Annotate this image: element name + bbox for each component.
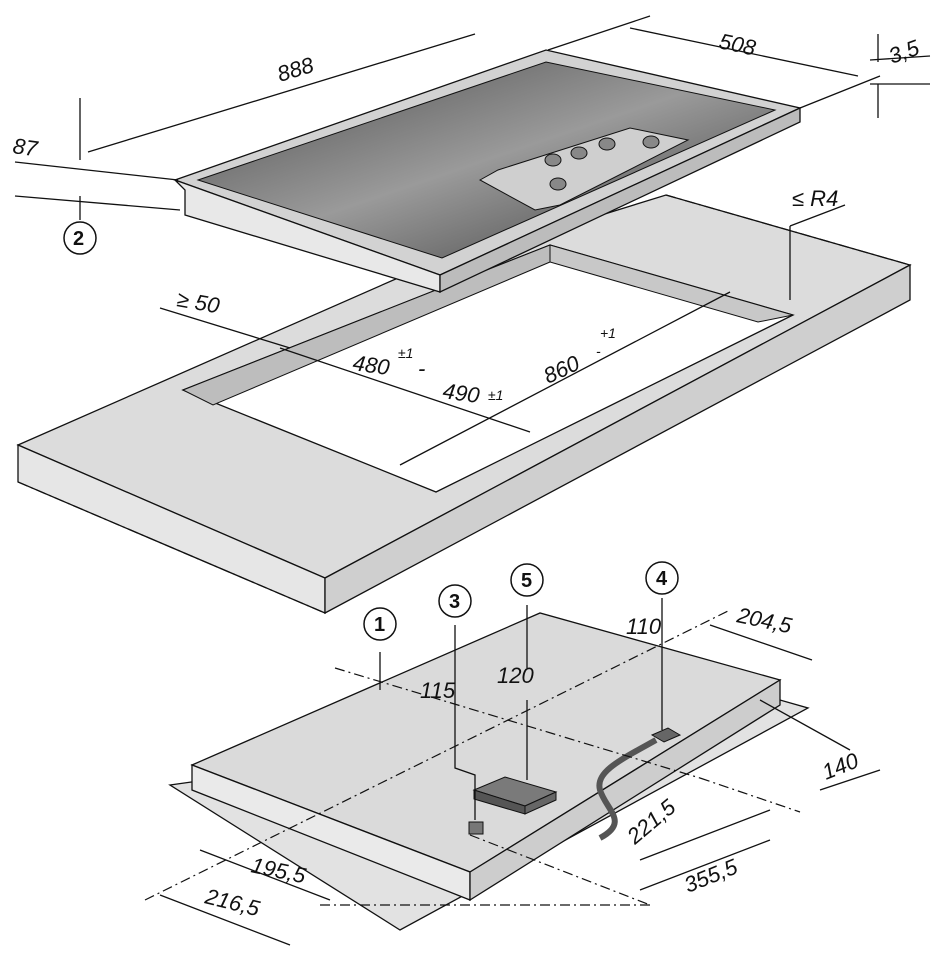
svg-text:2: 2 xyxy=(73,228,84,250)
callout-1: 1 xyxy=(363,607,397,641)
knob-3 xyxy=(598,137,616,151)
control-knobs xyxy=(544,135,660,191)
dim-hob-length: 888 xyxy=(274,52,317,87)
knob-5 xyxy=(549,177,567,191)
connection-box-side xyxy=(524,791,557,815)
svg-text:1: 1 xyxy=(374,614,385,636)
knob-1 xyxy=(544,153,562,167)
dim-cutout-depth-a: 480 xyxy=(351,350,392,380)
hob-underside xyxy=(168,612,810,931)
dim-bottom-204: 204,5 xyxy=(734,602,795,638)
hob-front-side xyxy=(174,179,441,293)
underside-right-wall xyxy=(469,678,781,902)
hob-glass xyxy=(196,61,777,259)
gas-connector xyxy=(468,821,484,835)
svg-text:3: 3 xyxy=(449,591,460,613)
worktop-hidden-left xyxy=(17,481,326,614)
dim-corner-radius: ≤ R4 xyxy=(792,186,838,211)
callout-2: 2 xyxy=(63,221,97,255)
cutout-right-wall xyxy=(549,244,794,323)
electric-connector xyxy=(650,727,682,743)
svg-text:5: 5 xyxy=(521,570,532,592)
dim-installation-depth: 87 xyxy=(11,133,39,161)
knob-2 xyxy=(570,146,588,160)
callout-3: 3 xyxy=(438,584,472,618)
dim-cutout-depth-b-tol: ±1 xyxy=(488,387,503,403)
dim-bottom-355: 355,5 xyxy=(681,854,742,898)
dim-cutout-depth-a-tol: ±1 xyxy=(398,345,413,361)
dim-cutout-depth-b: 490 xyxy=(441,378,482,408)
dim-box-offset: 120 xyxy=(497,663,534,688)
dim-min-edge-distance: ≥ 50 xyxy=(175,286,222,318)
callout-4: 4 xyxy=(645,561,679,595)
dim-bottom-140: 140 xyxy=(819,747,863,784)
dim-cutout-width-tol: +1 xyxy=(600,325,616,341)
worktop-right-edge xyxy=(324,263,911,615)
hob-right-side xyxy=(439,106,801,294)
dim-glass-thickness: 3,5 xyxy=(885,34,923,68)
dim-bottom-216: 216,5 xyxy=(202,883,263,921)
hob-control-panel xyxy=(478,127,690,211)
hob-top-view xyxy=(173,49,802,294)
dim-elec-offset: 110 xyxy=(626,614,662,639)
callout-5: 5 xyxy=(510,563,544,597)
knob-4 xyxy=(642,135,660,149)
dim-gas-offset: 115 xyxy=(420,678,456,703)
dim-cutout-width-tol-minus: - xyxy=(596,343,601,359)
dim-cutout-sep: - xyxy=(418,356,425,381)
top-dimension-lines: 888 508 3,5 87 ≤ R4 ≥ 50 480 ±1 - 490 ±1… xyxy=(11,15,931,466)
worktop xyxy=(16,194,912,615)
worktop-hidden-back xyxy=(665,194,911,266)
dim-hob-depth: 508 xyxy=(717,28,759,60)
svg-text:4: 4 xyxy=(656,568,668,590)
